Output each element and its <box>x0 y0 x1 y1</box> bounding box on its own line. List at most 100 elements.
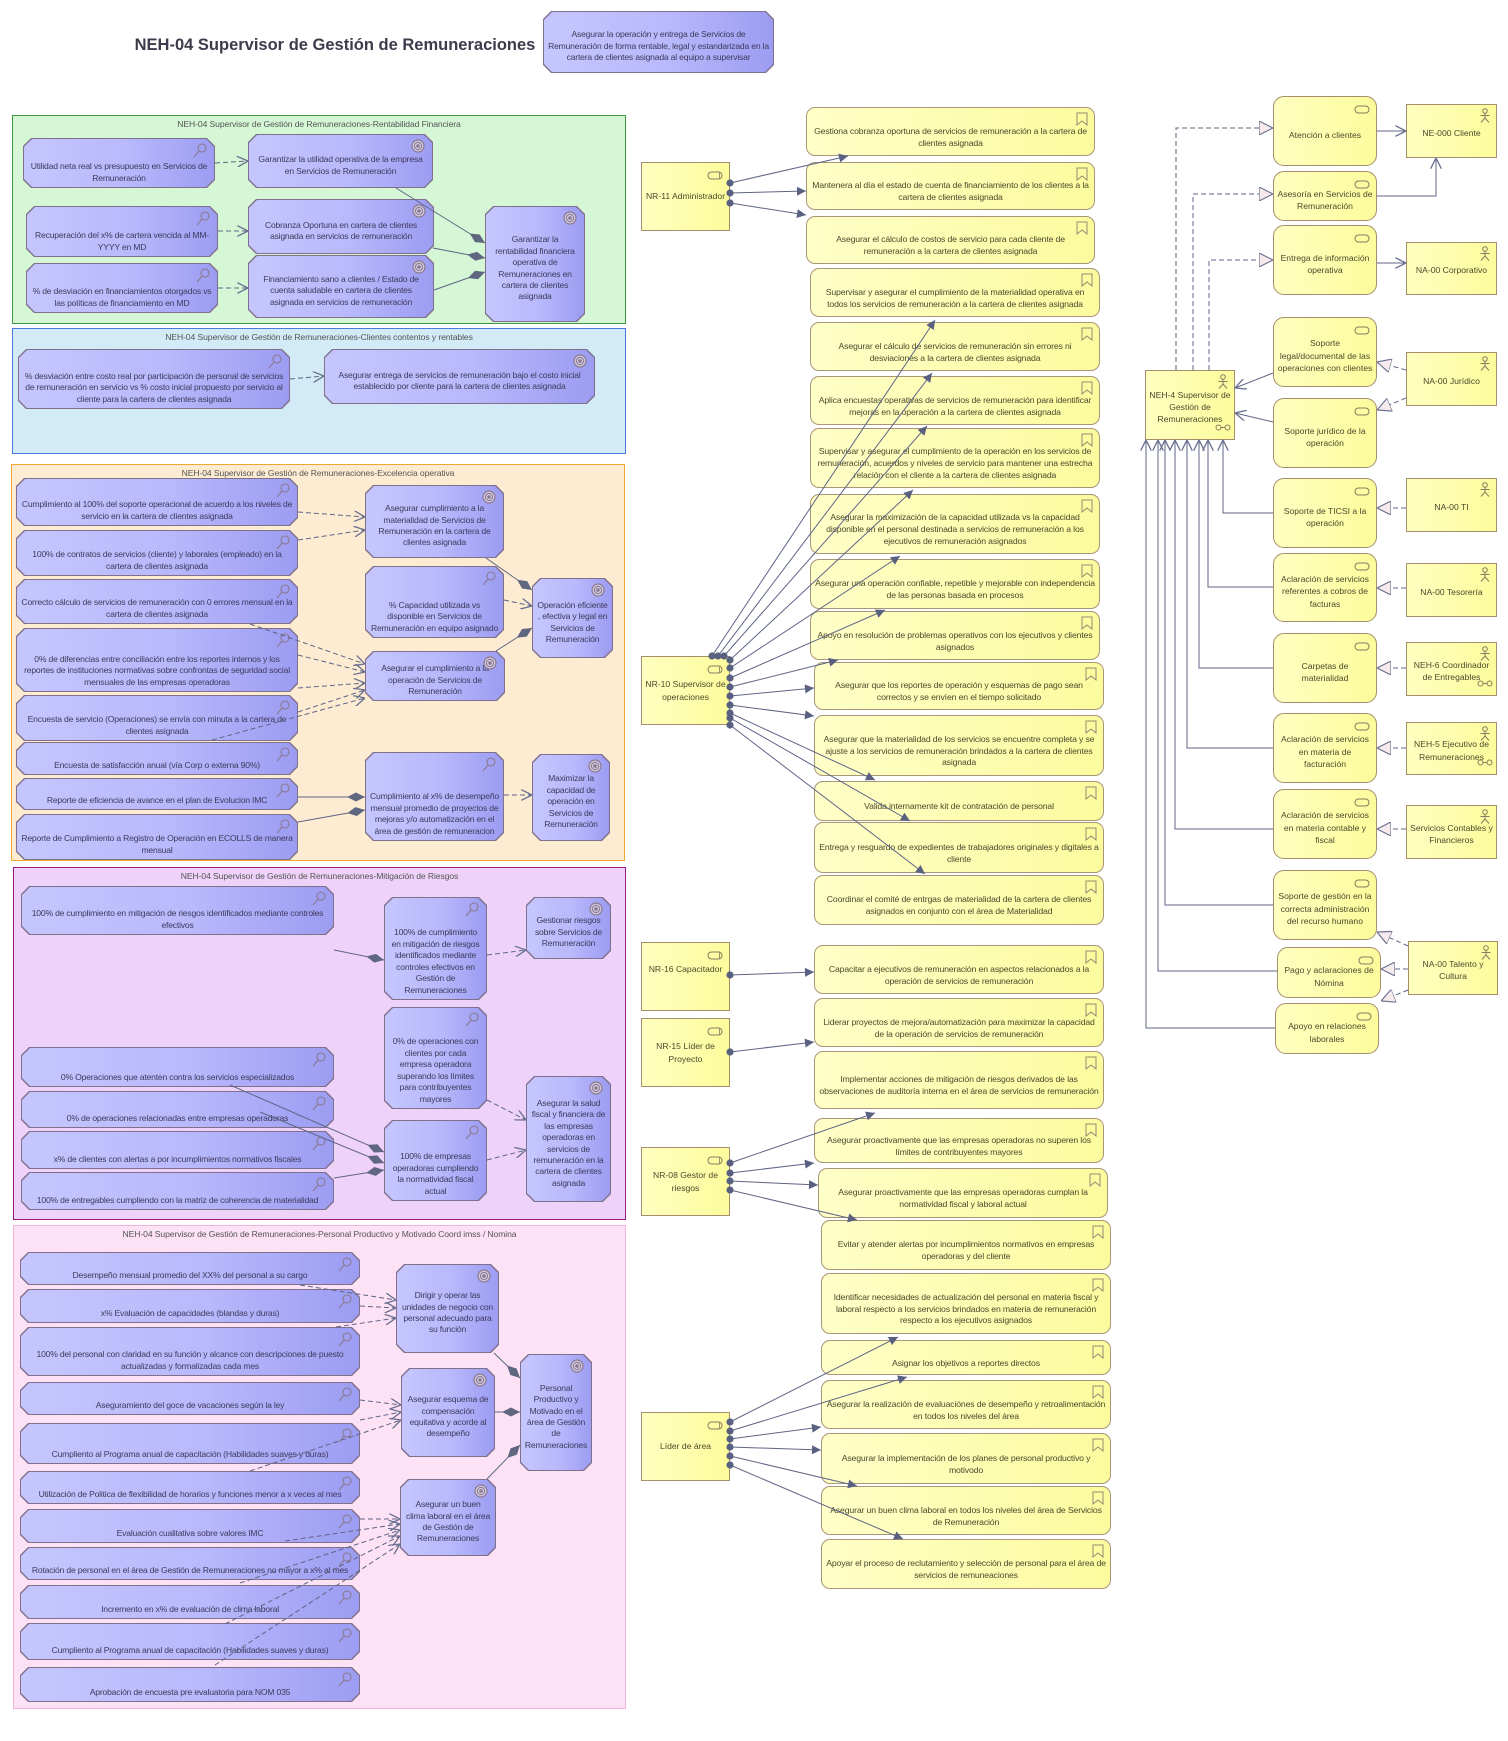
responsibility-box[interactable]: Supervisar y asegurar el cumplimiento de… <box>810 268 1100 317</box>
goal-box[interactable]: Maximizar la capacidad de operación en S… <box>532 754 610 841</box>
external-actor-box[interactable]: NA-00 Corporativo <box>1406 242 1497 295</box>
goal-box[interactable]: Asegurar cumplimiento a la materialidad … <box>365 485 504 558</box>
kpi-box[interactable]: 0% de operaciones con clientes por cada … <box>384 1007 487 1109</box>
service-box[interactable]: Entrega de información operativa <box>1273 225 1377 295</box>
goal-box[interactable]: Asegurar un buen clima laboral en el áre… <box>400 1479 496 1556</box>
kpi-box[interactable]: Cumplimiento al 100% del soporte operaci… <box>16 478 298 526</box>
goal-box[interactable]: Financiamiento sano a clientes / Estado … <box>248 255 434 318</box>
kpi-box[interactable]: Reporte de eficiencia de avance en el pl… <box>16 778 298 810</box>
kpi-box[interactable]: Evaluación cualitativa sobre valores IMC <box>20 1509 360 1543</box>
kpi-box[interactable]: % desviación entre costo real por partic… <box>18 349 290 409</box>
goal-box[interactable]: Dirigir y operar las unidades de negocio… <box>396 1264 499 1353</box>
kpi-box[interactable]: Desempeño mensual promedio del XX% del p… <box>20 1252 360 1285</box>
kpi-box[interactable]: 100% de entregables cumpliendo con la ma… <box>21 1172 334 1210</box>
role-box[interactable]: NR-16 Capacitador <box>641 942 730 1011</box>
responsibility-box[interactable]: Asegurar proactivamente que las empresas… <box>814 1118 1104 1163</box>
kpi-box[interactable]: 100% de empresas operadoras cumpliendo l… <box>384 1120 487 1201</box>
kpi-box[interactable]: 0% Operaciones que atenten contra los se… <box>21 1047 334 1087</box>
service-box[interactable]: Carpetas de materialidad <box>1273 633 1377 703</box>
goal-box[interactable]: Garantizar la rentabilidad financiera op… <box>485 206 585 322</box>
kpi-box[interactable]: % de desviación en financiamientos otorg… <box>26 263 218 313</box>
service-box[interactable]: Soporte de TICSI a la operación <box>1273 478 1377 548</box>
goal-box[interactable]: Asegurar esquema de compensación equitat… <box>401 1368 495 1457</box>
responsibility-box[interactable]: Asegurar la implementación de los planes… <box>821 1433 1111 1484</box>
responsibility-box[interactable]: Implementar acciones de mitigación de ri… <box>814 1051 1104 1109</box>
responsibility-box[interactable]: Mantenera al día el estado de cuenta de … <box>806 162 1095 210</box>
kpi-box[interactable]: x% de clientes con alertas a por incumpl… <box>21 1131 334 1169</box>
external-actor-box[interactable]: NA-00 TI <box>1406 478 1497 532</box>
service-box[interactable]: Soporte de gestión en la correcta admini… <box>1273 870 1377 940</box>
responsibility-box[interactable]: Asegurar un buen clima laboral en todos … <box>821 1486 1111 1535</box>
kpi-box[interactable]: Cumpliento al Programa anual de capacita… <box>20 1623 360 1660</box>
kpi-box[interactable]: Rotación de personal en el área de Gesti… <box>20 1547 360 1580</box>
role-box[interactable]: Líder de área <box>641 1412 730 1481</box>
kpi-box[interactable]: % Capacidad utilizada vs disponible en S… <box>365 566 504 638</box>
goal-box[interactable]: Gestionar riesgos sobre Servicios de Rem… <box>526 897 611 959</box>
service-box[interactable]: Pago y aclaraciones de Nómina <box>1277 947 1381 998</box>
kpi-box[interactable]: x% Evaluación de capacidades (blandas y … <box>20 1289 360 1323</box>
role-box[interactable]: NR-15 Líder de Proyecto <box>641 1018 730 1087</box>
kpi-box[interactable]: 0% de operaciones relacionadas entre emp… <box>21 1091 334 1128</box>
responsibility-box[interactable]: Identificar necesidades de actualización… <box>821 1273 1111 1334</box>
responsibility-box[interactable]: Asegurar la realización de evaluaciónes … <box>821 1380 1111 1429</box>
goal-box[interactable]: Asegurar el cumplimiento a la operación … <box>365 651 505 701</box>
external-actor-box[interactable]: NEH-6 Coordinador de Entregables <box>1406 642 1497 696</box>
responsibility-box[interactable]: Evitar y atender alertas por incumplimie… <box>821 1220 1111 1270</box>
kpi-box[interactable]: Cumplimiento al x% de desempeño mensual … <box>365 752 504 841</box>
responsibility-box[interactable]: Entrega y resguardo de expedientes de tr… <box>814 822 1104 873</box>
responsibility-box[interactable]: Asegurar una operación confiable, repeti… <box>810 559 1100 609</box>
kpi-box[interactable]: Cumpliento al Programa anual de capacita… <box>20 1423 360 1464</box>
service-box[interactable]: Aclaración de servicios referentes a cob… <box>1273 553 1377 622</box>
goal-box[interactable]: Personal Productivo y Motivado en el áre… <box>520 1354 592 1471</box>
responsibility-box[interactable]: Gestiona cobranza oportuna de servicios … <box>806 107 1095 156</box>
responsibility-box[interactable]: Valida internamente kit de contratación … <box>814 781 1104 821</box>
kpi-box[interactable]: Aseguramiento del goce de vacaciones seg… <box>20 1382 360 1415</box>
goal-box[interactable]: Garantizar la utilidad operativa de la e… <box>248 134 433 188</box>
kpi-box[interactable]: Recuperación del x% de cartera vencida a… <box>26 206 218 257</box>
responsibility-box[interactable]: Asignar los objetivos a reportes directo… <box>821 1340 1111 1375</box>
external-actor-box[interactable]: Servicios Contables y Financieros <box>1406 805 1497 859</box>
service-box[interactable]: Aclaración de servicios en materia conta… <box>1273 789 1377 859</box>
external-actor-box[interactable]: NA-00 Jurídico <box>1406 352 1497 406</box>
kpi-box[interactable]: 0% de diferencias entre conciliación ent… <box>16 628 298 692</box>
kpi-box[interactable]: Encuesta de servicio (Operaciones) se en… <box>16 695 298 741</box>
goal-box[interactable]: Asegurar la salud fiscal y financiera de… <box>526 1076 611 1202</box>
goal-box[interactable]: Cobranza Oportuna en cartera de clientes… <box>248 199 434 254</box>
external-actor-box[interactable]: NA-00 Talento y Cultura <box>1408 941 1498 995</box>
responsibility-box[interactable]: Apoyo en resolución de problemas operati… <box>810 611 1100 660</box>
service-box[interactable]: Atención a clientes <box>1273 96 1377 166</box>
kpi-box[interactable]: Correcto cálculo de servicios de remuner… <box>16 579 298 624</box>
responsibility-box[interactable]: Asegurar el cálculo de servicios de remu… <box>810 322 1100 371</box>
responsibility-box[interactable]: Asegurar el cálculo de costos de servici… <box>806 216 1095 264</box>
kpi-box[interactable]: Encuesta de satisfacción anual (vía Corp… <box>16 742 298 775</box>
responsibility-box[interactable]: Asegurar que la materialidad de los serv… <box>814 715 1104 776</box>
top-goal[interactable]: Asegurar la operación y entrega de Servi… <box>543 11 774 73</box>
role-box[interactable]: NR-11 Administrador <box>641 162 730 231</box>
service-box[interactable]: Soporte jurídico de la operación <box>1273 398 1377 468</box>
goal-box[interactable]: Operación eficiente , efectiva y legal e… <box>532 578 613 658</box>
responsibility-box[interactable]: Liderar proyectos de mejora/automatizaci… <box>814 998 1104 1047</box>
external-actor-box[interactable]: NE-000 Cliente <box>1406 104 1497 158</box>
service-box[interactable]: Asesoría en Servicios de Remuneración <box>1273 171 1377 221</box>
role-box[interactable]: NR-08 Gestor de riesgos <box>641 1147 730 1216</box>
responsibility-box[interactable]: Aplica encuestas operativas de servicios… <box>810 376 1100 425</box>
kpi-box[interactable]: 100% de cumplimiento en mitigación de ri… <box>384 897 487 1000</box>
kpi-box[interactable]: 100% del personal con claridad en su fun… <box>20 1327 360 1376</box>
responsibility-box[interactable]: Apoyar el proceso de reclutamiento y sel… <box>821 1539 1111 1589</box>
kpi-box[interactable]: Aprobación de encuesta pre evaluatoria p… <box>20 1667 360 1702</box>
responsibility-box[interactable]: Coordinar el comité de entrgas de materi… <box>814 875 1104 925</box>
goal-box[interactable]: Asegurar entrega de servicios de remuner… <box>324 349 595 404</box>
kpi-box[interactable]: Utilidad neta real vs presupuesto en Ser… <box>23 138 215 188</box>
service-box[interactable]: Aclaración de servicios en materia de fa… <box>1273 713 1377 783</box>
external-actor-box[interactable]: NEH-5 Ejecutivo de Remuneraciones <box>1406 722 1497 775</box>
responsibility-box[interactable]: Capacitar a ejecutivos de remuneración e… <box>814 945 1104 994</box>
kpi-box[interactable]: Reporte de Cumplimiento a Registro de Op… <box>16 814 298 860</box>
kpi-box[interactable]: 100% de cumplimiento en mitigación de ri… <box>21 886 334 935</box>
external-actor-box[interactable]: NA-00 Tesorería <box>1406 563 1497 617</box>
kpi-box[interactable]: Incremento en x% de evaluación de clima … <box>20 1585 360 1619</box>
main-actor-box[interactable]: NEH-4 Supervisor de Gestión de Remunerac… <box>1145 370 1235 440</box>
service-box[interactable]: Apoyo en relaciones laborales <box>1275 1003 1379 1054</box>
responsibility-box[interactable]: Asegurar proactivamente que las empresas… <box>818 1168 1108 1218</box>
responsibility-box[interactable]: Asegurar que los reportes de operación y… <box>814 662 1104 710</box>
responsibility-box[interactable]: Asegurar la maximización de la capacidad… <box>810 494 1100 554</box>
